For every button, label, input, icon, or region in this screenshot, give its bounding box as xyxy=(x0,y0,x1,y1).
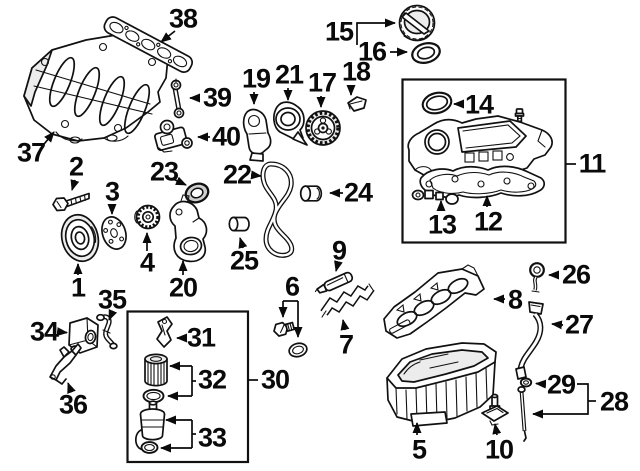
leader-36 xyxy=(67,382,76,394)
part-32-o-ring xyxy=(142,388,165,404)
part-29-o-ring xyxy=(519,377,533,388)
leader-27 xyxy=(551,320,564,330)
part-14-seal-ring xyxy=(421,91,453,115)
part-8-windage-tray xyxy=(383,264,485,339)
part-25-cap-plug xyxy=(228,216,250,232)
part-26-dipstick-handle xyxy=(529,262,545,293)
leader-37 xyxy=(39,131,55,150)
leader-7 xyxy=(340,319,350,331)
part-31-clip xyxy=(156,316,173,348)
part-10-oil-pickup xyxy=(481,393,509,426)
part-39-support-link xyxy=(170,78,185,119)
part-16-cap-seal xyxy=(411,42,441,64)
part-11-valve-cover xyxy=(407,115,553,183)
part-7-baffle-strip xyxy=(320,283,375,318)
part-17-camshaft-sprocket xyxy=(305,110,341,146)
part-21-timing-cover-inner xyxy=(273,101,308,146)
part-6-drain-washer xyxy=(288,342,308,358)
part-19-timing-cover xyxy=(242,108,272,162)
part-28-dipstick-lower xyxy=(517,386,527,442)
part-22-timing-belt xyxy=(260,161,295,258)
part-37-intake-manifold xyxy=(23,33,169,144)
leader-lines xyxy=(39,18,596,453)
part-35-pipe xyxy=(96,313,118,350)
leader-28-bracket xyxy=(532,383,589,419)
leader-2 xyxy=(70,179,80,191)
part-13-retainer xyxy=(411,189,459,205)
leader-25 xyxy=(238,237,248,249)
part-6-drain-plug xyxy=(273,321,296,337)
part-32-filter-element xyxy=(144,353,168,387)
part-9-sealant-tube xyxy=(314,271,354,294)
group-box-11-valve-cover xyxy=(401,78,567,244)
part-3-washer-plate xyxy=(101,216,127,250)
part-27-dipstick-tube xyxy=(515,301,544,380)
leader-10 xyxy=(492,423,502,436)
part-34-oil-cooler xyxy=(68,317,99,354)
leader-38 xyxy=(160,30,176,43)
part-33-filter-housing xyxy=(135,400,166,451)
part-18-wedge xyxy=(347,96,367,112)
part-4-crank-sprocket xyxy=(134,204,161,230)
part-1-crank-pulley xyxy=(60,213,100,263)
part-24-cap-plug xyxy=(299,185,323,202)
group-box-30-oil-filter xyxy=(126,310,250,464)
leader-23 xyxy=(172,176,187,186)
part-38-manifold-gasket xyxy=(103,16,193,73)
leader-34 xyxy=(56,327,68,337)
part-40-valve-unit xyxy=(154,119,193,153)
part-12-valve-cover-gasket xyxy=(419,165,545,199)
part-36-bracket xyxy=(49,343,82,385)
leader-35 xyxy=(108,309,118,321)
part-2-crank-bolt xyxy=(52,192,90,212)
part-5-oil-pan xyxy=(386,342,497,427)
part-33-o-ring xyxy=(140,441,159,454)
part-23-seal xyxy=(184,182,210,204)
leader-15 xyxy=(356,18,396,45)
leader-29 xyxy=(535,379,547,389)
part-20-bracket-housing xyxy=(169,194,208,263)
leader-9 xyxy=(334,260,343,272)
leader-22 xyxy=(250,170,262,180)
part-15-oil-filler-cap xyxy=(398,4,436,42)
cover-bolt xyxy=(514,108,525,127)
